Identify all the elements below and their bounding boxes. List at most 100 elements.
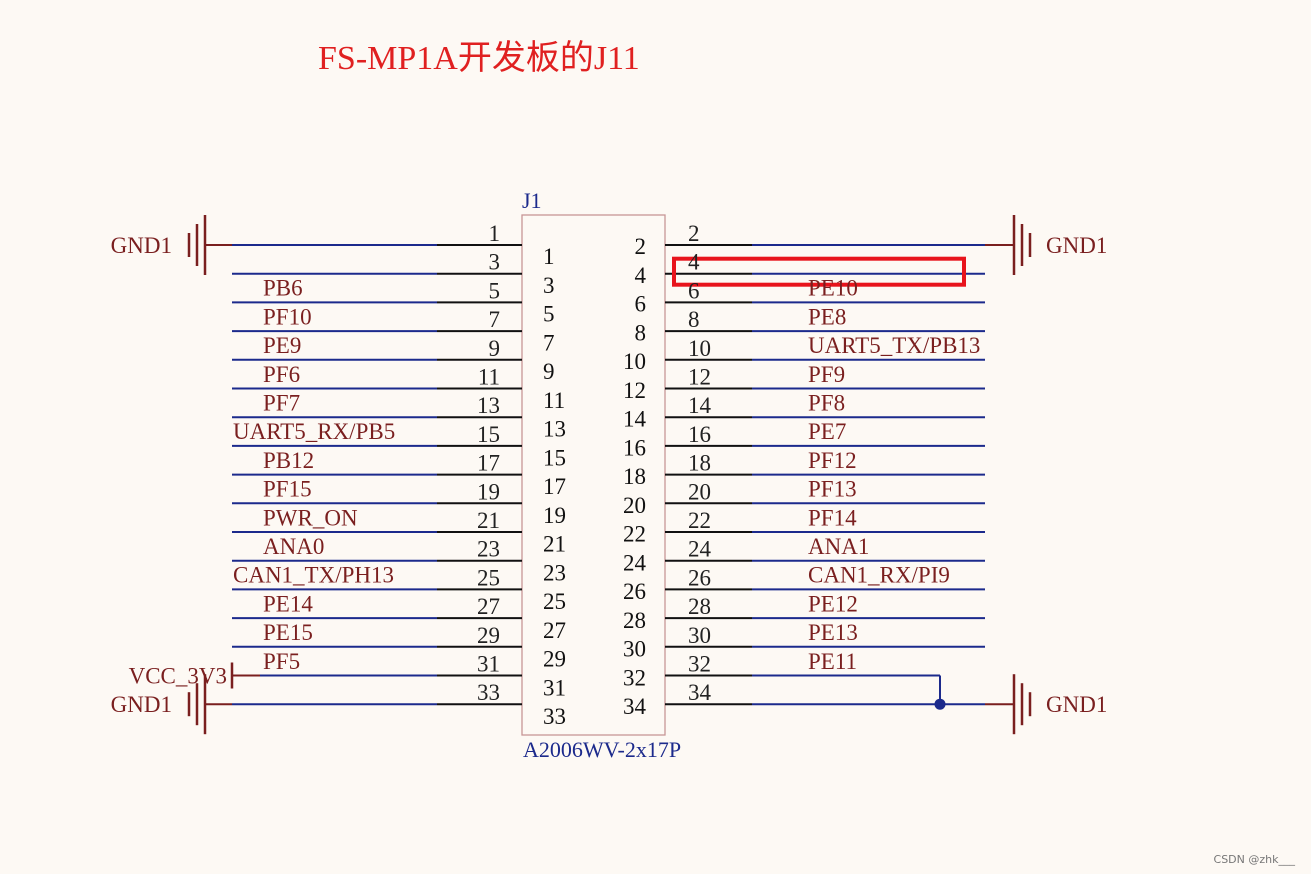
net-label: PE12	[808, 591, 858, 616]
pin-number: 4	[688, 250, 700, 275]
pin-number: 23	[477, 537, 500, 562]
pin-number: 30	[688, 623, 711, 648]
watermark: CSDN @zhk___	[1213, 853, 1295, 866]
net-label: UART5_TX/PB13	[808, 333, 980, 358]
ground-label: GND1	[111, 692, 172, 717]
right-net-labels: 2244PE1066PE888UART5_TX/PB131010PF91212P…	[623, 221, 980, 719]
net-label: ANA0	[263, 534, 324, 559]
net-label: ANA1	[808, 534, 869, 559]
pin-number-inner: 28	[623, 608, 646, 633]
ground-symbol-right: GND1	[985, 674, 1107, 735]
net-label: PWR_ON	[263, 505, 358, 530]
net-label: PF15	[263, 477, 312, 502]
pin-number: 2	[688, 221, 700, 246]
pin-number-inner: 26	[623, 579, 646, 604]
net-label: PE10	[808, 276, 858, 301]
pin-number: 29	[477, 623, 500, 648]
pin-number-inner: 25	[543, 589, 566, 614]
pin-number: 5	[489, 278, 501, 303]
pin-number-inner: 5	[543, 302, 555, 327]
pin-number-inner: 2	[635, 234, 647, 259]
pin-number: 25	[477, 565, 500, 590]
pin-number-inner: 29	[543, 647, 566, 672]
pin-number-inner: 9	[543, 359, 555, 384]
pin-number: 26	[688, 565, 711, 590]
pin-number-inner: 32	[623, 665, 646, 690]
net-label: PE9	[263, 333, 301, 358]
pin-number-inner: 6	[635, 292, 647, 317]
pin-number: 7	[489, 307, 501, 332]
pin-number-inner: 31	[543, 675, 566, 700]
pin-number-inner: 3	[543, 273, 555, 298]
pin-number-inner: 33	[543, 704, 566, 729]
ground-symbol-left: GND1	[111, 674, 232, 735]
pin-number-inner: 4	[635, 263, 647, 288]
pin-number-inner: 12	[623, 378, 646, 403]
pin-number-inner: 27	[543, 618, 566, 643]
pin-number-inner: 11	[543, 388, 565, 413]
net-label: PB6	[263, 276, 303, 301]
pin-number-inner: 1	[543, 244, 555, 269]
pin-number: 31	[477, 652, 500, 677]
pin-number: 19	[477, 479, 500, 504]
wire-layer	[232, 244, 985, 710]
pin-number: 6	[688, 278, 700, 303]
pin-number: 17	[477, 451, 500, 476]
pin-number: 32	[688, 652, 711, 677]
pin-number: 21	[477, 508, 500, 533]
net-label: PE8	[808, 304, 846, 329]
pin-number-inner: 23	[543, 560, 566, 585]
net-label: PF12	[808, 448, 857, 473]
net-label: PF13	[808, 477, 857, 502]
highlight-box	[672, 256, 966, 287]
pin-number: 20	[688, 479, 711, 504]
net-label: PF8	[808, 391, 845, 416]
pin-number: 28	[688, 594, 711, 619]
pin-number-inner: 13	[543, 417, 566, 442]
ground-label: GND1	[1046, 692, 1107, 717]
pin-number-inner: 17	[543, 474, 566, 499]
pin-number: 11	[478, 365, 500, 390]
net-label: PF9	[808, 362, 845, 387]
pin-number-inner: 15	[543, 445, 566, 470]
pin-number-inner: 30	[623, 637, 646, 662]
net-label: PE13	[808, 620, 858, 645]
net-label: PF5	[263, 649, 300, 674]
net-label: PE15	[263, 620, 313, 645]
pin-number: 34	[688, 680, 712, 705]
pin-number: 3	[489, 250, 501, 275]
ground-label: GND1	[111, 233, 172, 258]
pin-number: 10	[688, 336, 711, 361]
pin-number: 24	[688, 537, 712, 562]
pin-number-inner: 10	[623, 349, 646, 374]
pin-number-inner: 19	[543, 503, 566, 528]
ground-symbol-right: GND1	[985, 215, 1107, 275]
net-label: CAN1_TX/PH13	[233, 563, 394, 588]
pin-number: 33	[477, 680, 500, 705]
pin-number-inner: 21	[543, 532, 566, 557]
pin-number-inner: 20	[623, 493, 646, 518]
net-label: PB12	[263, 448, 314, 473]
pin-number-inner: 14	[623, 407, 647, 432]
pin-number: 12	[688, 365, 711, 390]
pin-number-inner: 22	[623, 522, 646, 547]
net-label: PF14	[808, 505, 857, 530]
pin-number: 15	[477, 422, 500, 447]
component-part-number: A2006WV-2x17P	[523, 737, 681, 762]
net-label: PF10	[263, 304, 312, 329]
pin-number: 18	[688, 451, 711, 476]
net-label: UART5_RX/PB5	[233, 419, 395, 444]
net-label: PF6	[263, 362, 300, 387]
net-label: PF7	[263, 391, 300, 416]
net-label: PE11	[808, 649, 857, 674]
pin-number-inner: 34	[623, 694, 647, 719]
net-label: CAN1_RX/PI9	[808, 563, 950, 588]
pin-number-inner: 16	[623, 435, 646, 460]
pin-number-inner: 24	[623, 550, 647, 575]
vcc-symbol: VCC_3V3	[129, 662, 260, 689]
diagram-title: FS-MP1A开发板的J11	[318, 40, 640, 77]
component-ref: J1	[522, 188, 542, 213]
vcc-label: VCC_3V3	[129, 664, 227, 689]
